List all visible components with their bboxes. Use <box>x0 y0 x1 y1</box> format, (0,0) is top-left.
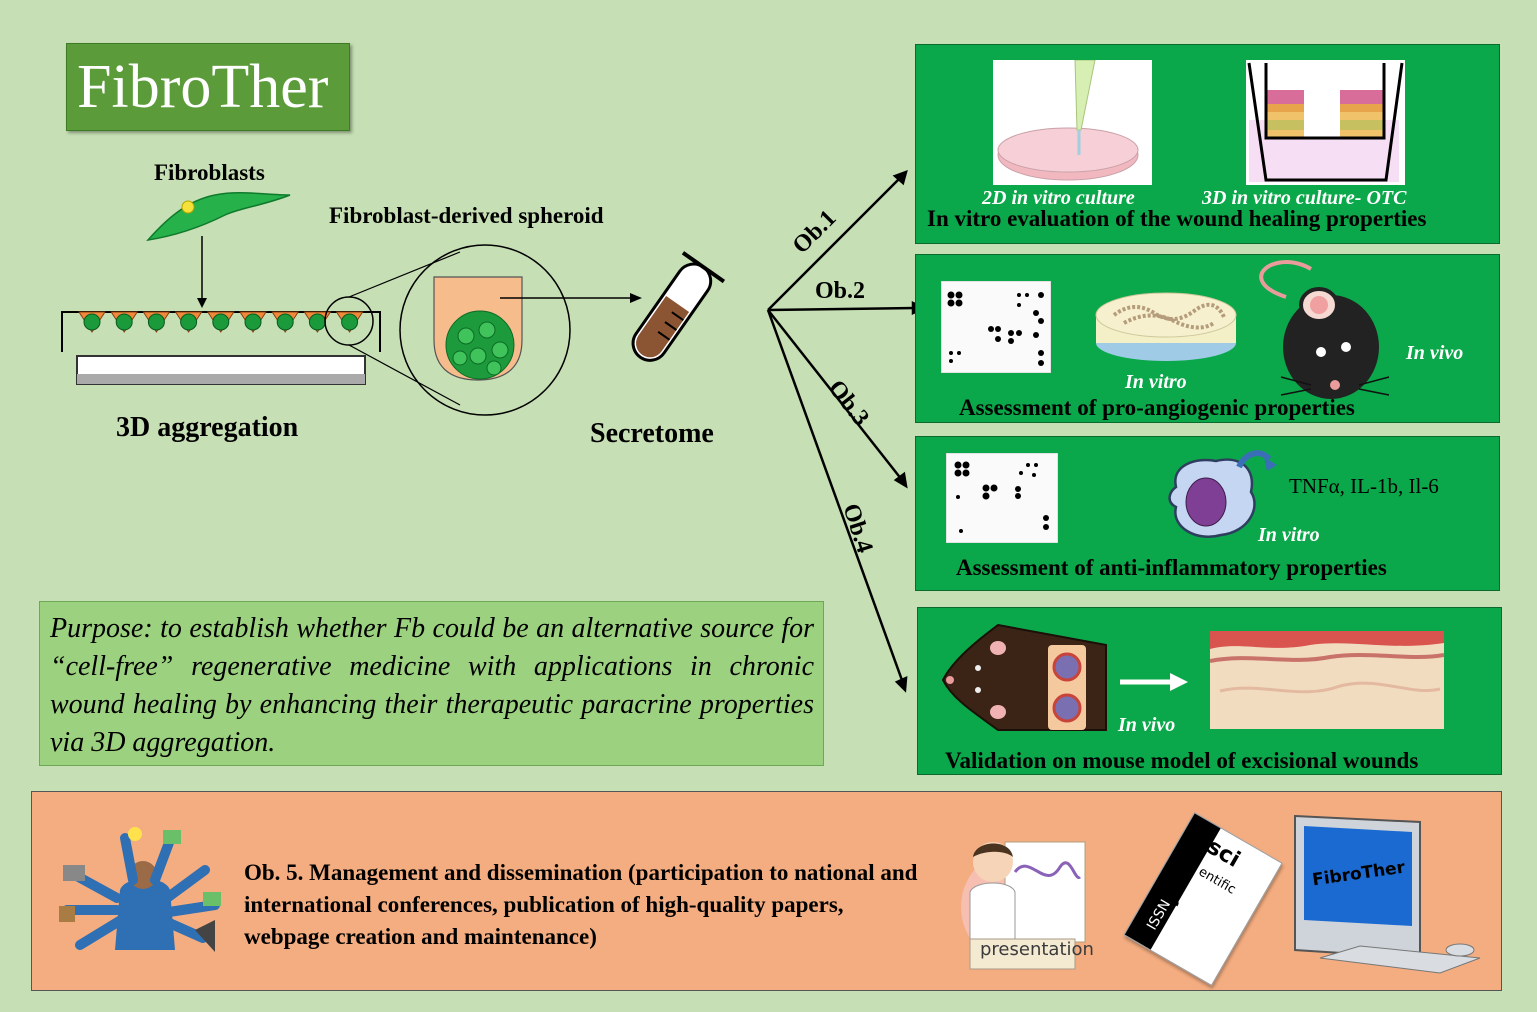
spheroid-label: Fibroblast-derived spheroid <box>329 203 604 228</box>
well-spheroid <box>244 313 262 331</box>
purpose-text: Purpose: to establish whether Fb could b… <box>50 613 814 758</box>
protein-array-icon <box>941 281 1051 373</box>
app-title: FibroTher <box>77 53 329 121</box>
cytokine-array-icon <box>946 453 1058 543</box>
petri-dish-2d-icon <box>993 60 1152 185</box>
well-spheroid <box>147 313 165 331</box>
panel-ob2-title: Assessment of pro-angiogenic properties <box>959 395 1355 420</box>
histology-image <box>1210 631 1444 729</box>
title-box: FibroTher <box>66 43 350 131</box>
well-spheroid <box>308 313 326 331</box>
panel-ob1-title: In vitro evaluation of the wound healing… <box>927 206 1427 231</box>
panel-ob3: TNFα, IL-1b, Il-6 In vitro Assessment of… <box>915 436 1500 591</box>
zoom-detail-circle <box>399 244 571 416</box>
ob2-label: Ob.2 <box>815 278 866 304</box>
ob5-text: Ob. 5. Management and dissemination (par… <box>244 860 918 949</box>
caption-3d-culture: 3D in vitro culture- OTC <box>1202 187 1407 209</box>
fibroblast-cell-icon <box>146 192 291 242</box>
journal-icon: ISSN sci entific Journal <box>1123 810 1283 986</box>
panel-ob4-title: Validation on mouse model of excisional … <box>945 748 1419 773</box>
well-spheroid <box>83 313 101 331</box>
well-plate-icon <box>61 311 381 385</box>
panel-ob2: In vitro In vivo Assessment of pro-angio… <box>915 254 1500 423</box>
wounded-mouse-icon <box>941 623 1107 731</box>
in-vivo-label-4: In vivo <box>1118 714 1176 736</box>
purpose-box: Purpose: to establish whether Fb could b… <box>39 601 824 766</box>
computer-monitor-icon: FibroTher <box>1290 808 1485 983</box>
in-vitro-label-3: In vitro <box>1258 524 1320 546</box>
fibroblasts-label: Fibroblasts <box>154 160 265 185</box>
well-spheroid <box>276 313 294 331</box>
otc-3d-culture-icon <box>1246 60 1405 185</box>
panel-ob3-title: Assessment of anti-inflammatory properti… <box>956 555 1387 580</box>
presentation-label: presentation <box>980 939 1094 960</box>
panel-ob4: In vivo Validation on mouse model of exc… <box>917 607 1502 775</box>
well-spheroid <box>180 313 198 331</box>
well-spheroid <box>341 313 359 331</box>
well-spheroid <box>115 313 133 331</box>
macrophage-icon <box>1168 450 1277 538</box>
multitasking-manager-icon <box>59 827 221 952</box>
well-spheroid <box>212 313 230 331</box>
spheroid-icon <box>433 276 523 381</box>
matrigel-dish-icon <box>1095 292 1237 361</box>
cytokines-label: TNFα, IL-1b, Il-6 <box>1289 474 1439 498</box>
in-vivo-label-2: In vivo <box>1406 342 1464 364</box>
panel-ob1: 2D in vitro culture 3D in vitro culture-… <box>915 44 1500 244</box>
aggregation-label: 3D aggregation <box>116 412 299 443</box>
mouse-icon <box>1259 260 1390 399</box>
secretome-label: Secretome <box>590 418 714 449</box>
white-arrow <box>1120 673 1188 691</box>
presentation-icon: presentation <box>955 822 1094 972</box>
test-tube-icon <box>631 251 726 362</box>
caption-2d-culture: 2D in vitro culture <box>982 187 1135 209</box>
in-vitro-label-2: In vitro <box>1125 371 1187 393</box>
